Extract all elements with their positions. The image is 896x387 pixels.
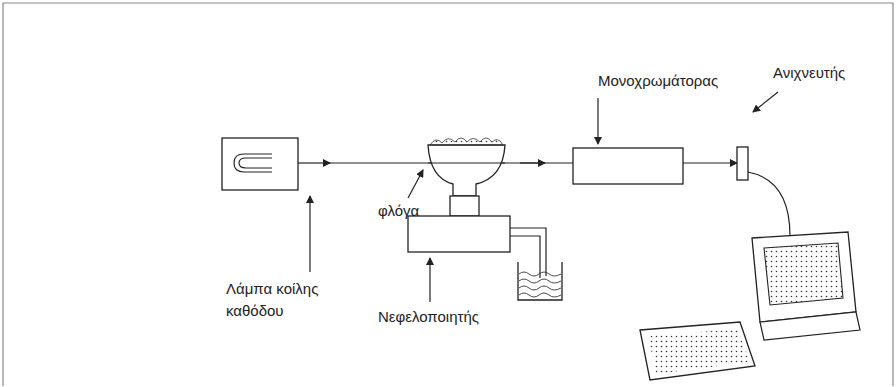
- part-label: Μονοχρωμάτορας: [598, 70, 718, 92]
- leader-arrow: [309, 196, 310, 272]
- beam: [428, 162, 505, 163]
- burner: [428, 145, 505, 196]
- keyboard-keys: [648, 329, 750, 374]
- beaker: [518, 262, 562, 300]
- part-label: φλόγα: [378, 200, 419, 222]
- beam: [298, 162, 330, 163]
- leader-arrow: [408, 170, 423, 198]
- part-label: Λάμπα κοίλης καθόδου: [226, 278, 344, 322]
- sample-liquid: [519, 272, 561, 297]
- leader-arrow: [429, 258, 430, 302]
- frame: [3, 3, 893, 386]
- sample-tube: [510, 228, 546, 278]
- nebulizer: [408, 216, 510, 252]
- beam: [326, 162, 573, 163]
- leader-arrow: [597, 98, 598, 144]
- leader-arrow: [753, 92, 778, 112]
- part-label: Ανιχνευτής: [773, 62, 845, 84]
- monitor-screen: [764, 243, 843, 305]
- monochromator: [573, 148, 683, 184]
- burner-neck: [450, 196, 479, 216]
- beam: [683, 162, 737, 163]
- computer-base: [760, 312, 860, 340]
- part-label: Νεφελοποιητής: [378, 306, 479, 328]
- flame: [430, 138, 503, 145]
- detector: [737, 147, 748, 180]
- signal-cable: [748, 172, 790, 236]
- monitor: [752, 232, 856, 322]
- keyboard: [640, 322, 755, 380]
- beam: [520, 162, 545, 163]
- lamp-housing: [222, 138, 298, 190]
- cathode-symbol: [234, 154, 272, 172]
